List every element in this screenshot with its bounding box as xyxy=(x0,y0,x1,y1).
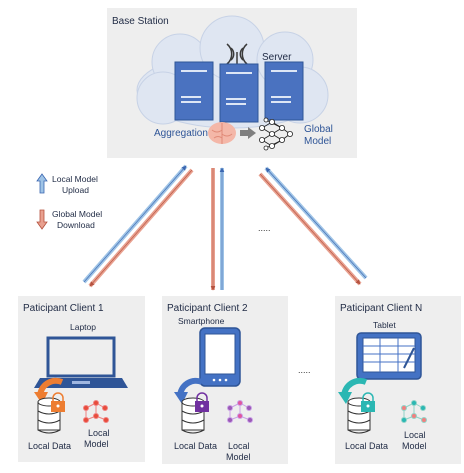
client-panel-1: Paticipant Client 1 Laptop xyxy=(18,296,145,462)
smartphone-icon xyxy=(199,327,241,387)
arrow-right-icon xyxy=(240,127,256,139)
local-model-label-line2: Model xyxy=(402,441,427,451)
base-station-panel: Base Station xyxy=(107,8,357,158)
aggregation-label: Aggregation xyxy=(154,128,208,139)
local-model-label-line1: Local xyxy=(404,430,426,440)
upload-legend-line2: Upload xyxy=(62,185,89,195)
sync-arrow-icon xyxy=(338,377,368,404)
local-model-label-line1: Local xyxy=(88,428,110,438)
device-label: Laptop xyxy=(70,322,96,332)
sync-arrow-icon xyxy=(34,377,64,404)
global-model-label-line2: Model xyxy=(304,136,331,147)
upload-legend-line1: Local Model xyxy=(52,174,98,184)
server-icon-right xyxy=(264,61,304,121)
lock-icon xyxy=(51,392,65,412)
server-icon-left xyxy=(174,61,214,121)
client-panel-n: Paticipant Client N Tablet xyxy=(335,296,461,464)
download-legend-line2: Download xyxy=(57,220,95,230)
arrow-download-clientN xyxy=(258,172,362,286)
device-label: Smartphone xyxy=(178,316,225,326)
antenna-icon xyxy=(226,43,248,65)
model-graph-icon xyxy=(83,400,109,423)
global-model-label-line1: Global xyxy=(304,124,333,135)
brain-icon xyxy=(208,122,236,144)
upload-legend-arrow xyxy=(36,173,48,194)
tablet-icon xyxy=(356,332,422,380)
server-label: Server xyxy=(262,52,292,63)
client-panel-2: Paticipant Client 2 Smartphone xyxy=(162,296,288,464)
model-graph-icon xyxy=(401,400,427,423)
local-data-label: Local Data xyxy=(174,441,217,451)
client-title: Paticipant Client 1 xyxy=(23,303,104,314)
local-model-label-line2: Model xyxy=(226,452,251,462)
arrow-download-client1 xyxy=(88,168,194,288)
base-station-title: Base Station xyxy=(112,16,169,27)
local-model-label-line1: Local xyxy=(228,441,250,451)
local-data-label: Local Data xyxy=(345,441,388,451)
lock-icon xyxy=(361,392,375,412)
client-title: Paticipant Client 2 xyxy=(167,303,248,314)
legend: Local Model Upload Global Model Download xyxy=(36,173,102,230)
arrow-upload-clientN xyxy=(264,166,368,280)
arrow-upload-client1 xyxy=(82,164,188,284)
download-legend-line1: Global Model xyxy=(52,209,102,219)
lock-icon xyxy=(195,392,209,412)
device-label: Tablet xyxy=(373,320,396,330)
ellipsis-top: ..... xyxy=(258,223,271,233)
download-legend-arrow xyxy=(36,209,48,230)
client-title: Paticipant Client N xyxy=(340,303,422,314)
neural-network-icon xyxy=(258,117,293,151)
ellipsis-bottom: ..... xyxy=(298,365,311,375)
local-data-label: Local Data xyxy=(28,441,71,451)
model-graph-icon xyxy=(227,400,253,423)
connector-arrows xyxy=(82,164,368,291)
server-icon-center xyxy=(219,63,259,123)
sync-arrow-icon xyxy=(174,377,204,404)
local-model-label-line2: Model xyxy=(84,439,109,449)
